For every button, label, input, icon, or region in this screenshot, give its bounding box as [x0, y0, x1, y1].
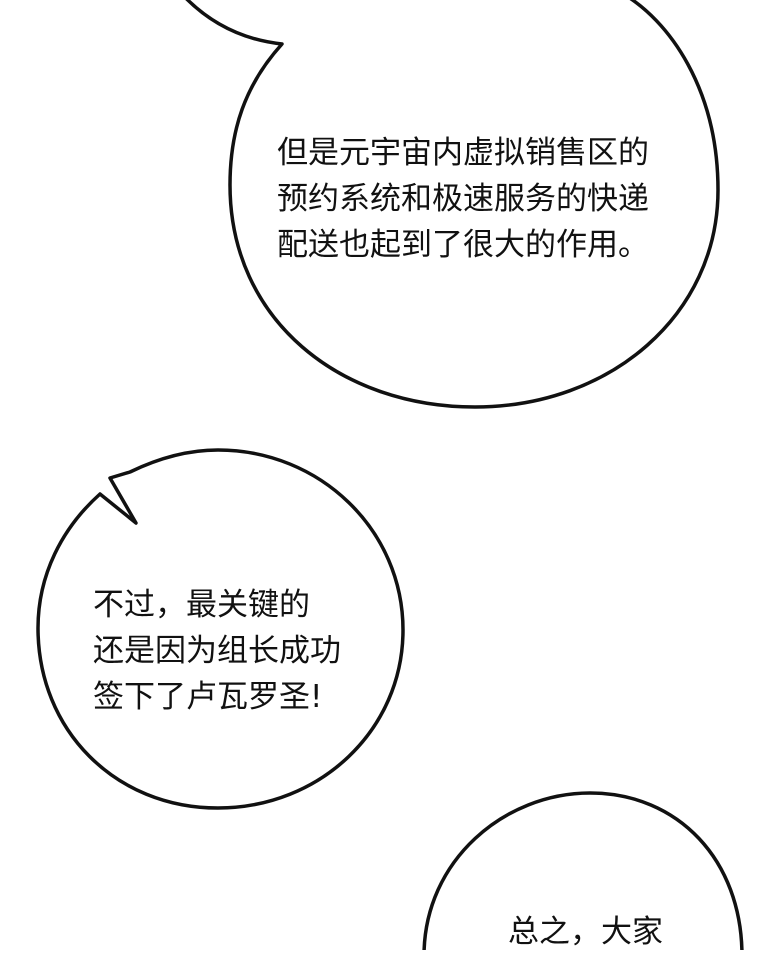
- bubble-1-line-2: 预约系统和极速服务的快递: [277, 181, 649, 217]
- speech-bubble-1: [185, 0, 720, 409]
- bubble-2-line-2: 还是因为组长成功: [93, 633, 341, 669]
- bubble-3-text: 总之，大家: [508, 909, 663, 955]
- bubble-1-line-3: 配送也起到了很大的作用。: [277, 227, 649, 263]
- bubble-2-text: 不过，最关键的 还是因为组长成功 签下了卢瓦罗圣!: [93, 582, 341, 720]
- speech-bubble-2: [36, 448, 405, 810]
- bubble-1-line-1: 但是元宇宙内虚拟销售区的: [277, 135, 649, 171]
- bubble-3-line-1: 总之，大家: [508, 914, 663, 950]
- speech-bubble-3: [422, 791, 744, 950]
- bubble-1-text: 但是元宇宙内虚拟销售区的 预约系统和极速服务的快递 配送也起到了很大的作用。: [277, 130, 649, 268]
- bubble-2-line-1: 不过，最关键的: [93, 587, 310, 623]
- bubble-2-line-3: 签下了卢瓦罗圣!: [93, 679, 323, 715]
